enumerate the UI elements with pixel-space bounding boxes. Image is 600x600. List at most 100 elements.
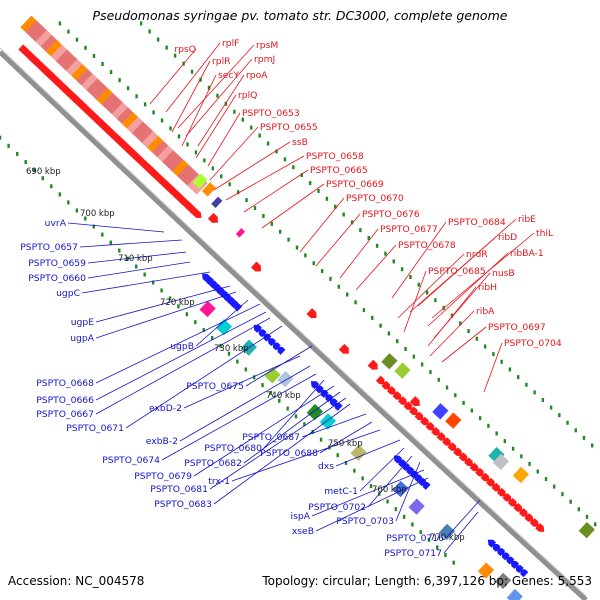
reverse-gene-leader	[79, 239, 183, 248]
gc-dots-outer	[329, 276, 332, 281]
cog-block	[86, 78, 107, 100]
backbone-highlight	[0, 47, 587, 597]
reverse-gene-leader	[95, 291, 237, 339]
reverse-gene-leader	[193, 385, 335, 477]
gc-dots-inner	[101, 232, 104, 237]
gc-dots-inner	[168, 296, 172, 301]
genome-backbone	[0, 47, 588, 600]
gc-dots-inner	[286, 406, 289, 411]
reverse-gene-leader	[245, 345, 313, 387]
gc-dots-far-outer	[558, 413, 561, 418]
gc-dots-inner	[15, 151, 19, 156]
forward-gene-arrow	[338, 343, 349, 354]
cog-block	[96, 88, 118, 109]
forward-gene-leader	[339, 228, 379, 279]
forward-gene-arrow	[453, 447, 463, 457]
cog-block	[61, 54, 82, 75]
gc-dots-far-outer	[574, 428, 577, 433]
forward-gene-arrow	[475, 467, 485, 477]
forward-gene-leader	[427, 286, 477, 347]
forward-gene-arrow	[447, 442, 457, 451]
gc-dots-far-outer	[359, 228, 362, 233]
reverse-gene-leader	[315, 477, 429, 532]
forward-gene-label: ribH	[478, 282, 497, 293]
cog-block	[157, 145, 178, 167]
forward-gene-label: PSPTO_0653	[242, 108, 300, 119]
cog-block	[488, 446, 505, 464]
reverse-gene-arrow	[487, 539, 497, 548]
reverse-gene-label: PSPTO_0674	[102, 455, 160, 466]
kbp-tick-label: 750 kbp	[328, 439, 363, 449]
reverse-gene-leader	[263, 379, 325, 449]
reverse-gene-label: uvrA	[45, 218, 67, 229]
cog-block	[71, 64, 92, 85]
forward-gene-label: rplF	[222, 38, 239, 49]
cog-block	[55, 49, 77, 71]
forward-gene-leader	[409, 236, 497, 313]
gc-dots-inner	[427, 537, 431, 542]
forward-gene-label: PSPTO_0658	[306, 151, 364, 162]
gc-dots-far-outer	[275, 149, 278, 154]
gc-dots-far-outer	[590, 443, 594, 448]
cog-block	[131, 121, 153, 143]
forward-gene-leader	[181, 74, 217, 147]
gc-dots-outer	[511, 446, 515, 451]
forward-gene-arrow	[191, 208, 202, 219]
forward-gene-label: rpsQ	[174, 44, 196, 55]
cog-block	[126, 116, 148, 138]
reverse-gene-leader	[95, 317, 271, 415]
gc-dots-outer	[379, 323, 382, 328]
reverse-gene-arrow	[510, 560, 520, 569]
reverse-gene-label: PSPTO_0681	[150, 484, 208, 495]
reverse-gene-arrow	[506, 556, 515, 565]
gc-dots-inner	[41, 176, 44, 181]
forward-gene-label: thiL	[536, 228, 554, 239]
reverse-gene-leader	[179, 365, 311, 442]
forward-gene-label: PSPTO_0677	[380, 224, 438, 235]
gc-dots-inner	[436, 545, 439, 550]
gc-dots-far-outer	[266, 141, 270, 146]
cog-block	[66, 59, 87, 80]
forward-gene-label: rpmJ	[254, 54, 275, 65]
genome-summary-text: Topology: circular; Length: 6,397,126 bp…	[262, 574, 592, 588]
forward-gene-arrow	[458, 452, 468, 462]
gc-dots-outer	[67, 29, 70, 34]
kbp-tick-label: 690 kbp	[26, 167, 61, 177]
forward-gene-leader	[195, 94, 237, 159]
gc-dots-outer	[270, 221, 273, 226]
gc-dots-inner	[361, 476, 364, 481]
cog-block	[101, 92, 123, 114]
gc-dots-far-outer	[508, 367, 512, 372]
gc-dots-far-outer	[258, 133, 261, 138]
forward-gene-arrow	[502, 492, 512, 502]
reverse-gene-label: PSPTO_0702	[308, 502, 366, 513]
cog-block	[50, 44, 72, 66]
forward-gene-arrow	[409, 406, 419, 416]
gc-dots-outer	[186, 142, 189, 147]
forward-gene-label: PSPTO_0655	[260, 122, 318, 133]
forward-gene-leader	[171, 60, 211, 133]
forward-gene-arrow	[207, 212, 218, 223]
forward-gene-label: rplR	[212, 56, 231, 67]
forward-gene-label: ssB	[292, 137, 308, 148]
cog-block	[167, 154, 188, 176]
forward-gene-arrow	[403, 401, 413, 411]
forward-gene-arrow	[469, 462, 479, 472]
forward-gene-leader	[165, 42, 221, 113]
gc-dots-outer	[160, 118, 164, 123]
gc-dots-outer	[387, 331, 391, 336]
forward-gene-label: PSPTO_0685	[428, 266, 486, 277]
cog-block	[40, 35, 62, 56]
gc-dots-outer	[152, 110, 155, 115]
gc-dots-outer	[126, 86, 130, 91]
gc-dots-outer	[553, 484, 556, 489]
reverse-gene-label: PSPTO_0679	[134, 471, 192, 482]
gc-dots-far-outer	[350, 220, 354, 225]
kbp-tick-label: 760 kbp	[372, 485, 407, 495]
gc-dots-far-outer	[483, 344, 487, 349]
cog-block	[381, 353, 398, 370]
forward-gene-leader	[261, 183, 325, 229]
gc-dots-far-outer	[409, 274, 412, 279]
reverse-gene-label: PSPTO_0717	[384, 548, 442, 559]
